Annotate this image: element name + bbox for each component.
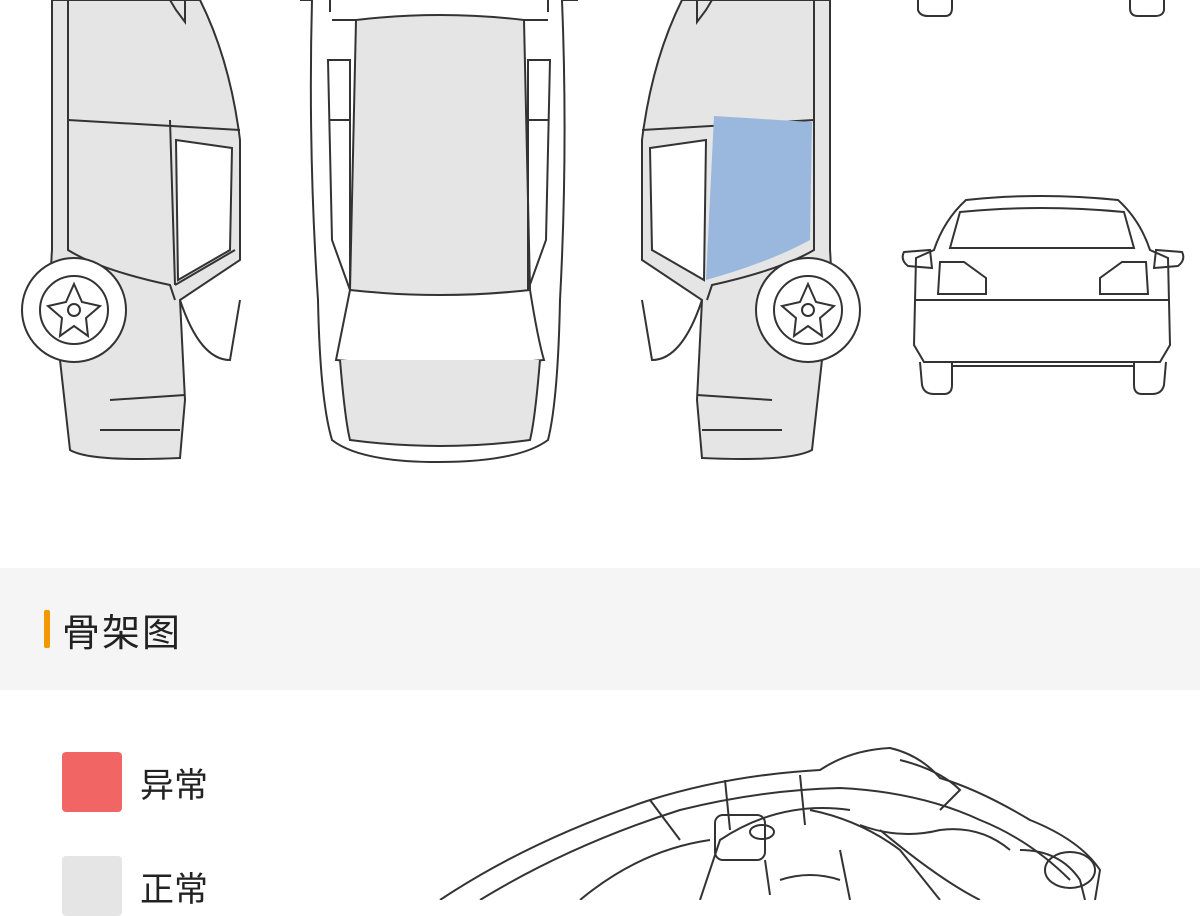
legend-item-abnormal: 异常 bbox=[62, 752, 262, 812]
car-skeleton-icon bbox=[439, 746, 1102, 901]
car-left-view-icon bbox=[50, 0, 241, 460]
legend-swatch-normal bbox=[62, 856, 122, 916]
section-title: 骨架图 bbox=[62, 610, 183, 655]
legend-swatch-abnormal bbox=[62, 752, 122, 812]
legend-label-normal: 正常 bbox=[140, 869, 208, 910]
section-header: 骨架图 bbox=[0, 568, 1200, 690]
wheel-icon bbox=[21, 257, 127, 363]
legend-item-normal: 正常 bbox=[62, 856, 262, 916]
car-skeleton-diagram bbox=[380, 730, 1140, 904]
wheel-icon bbox=[755, 257, 861, 363]
top-roof-panel bbox=[348, 14, 532, 296]
right-door-highlight bbox=[706, 116, 812, 280]
car-rear-view-icon bbox=[901, 195, 1185, 395]
car-top-view-icon bbox=[300, 0, 578, 464]
car-right-view-icon bbox=[641, 0, 832, 460]
car-front-view-icon bbox=[917, 0, 1165, 17]
section-accent-bar bbox=[44, 610, 50, 648]
legend-label-abnormal: 异常 bbox=[140, 765, 208, 806]
car-exterior-diagram bbox=[21, 0, 1185, 464]
